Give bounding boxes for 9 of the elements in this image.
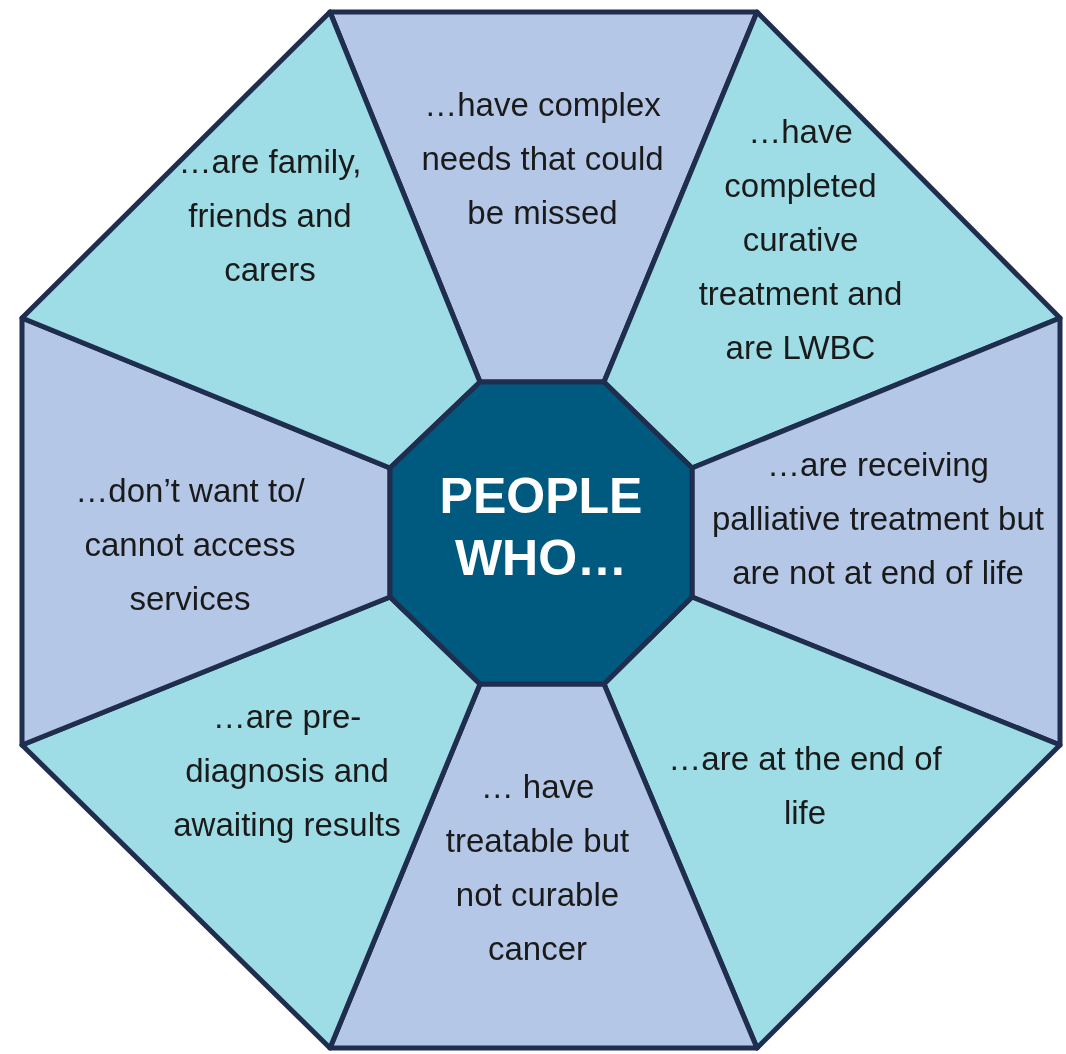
center-heading: PEOPLE WHO… — [438, 467, 644, 588]
segment-text: …are at the end of life — [667, 739, 943, 833]
segment-text: …don’t want to/ cannot access services — [74, 471, 306, 619]
segment-text: …are family, friends and carers — [177, 142, 363, 290]
segment-text: …have complex needs that could be missed — [420, 85, 665, 233]
segment-text: …are pre-diagnosis and awaiting results — [172, 697, 402, 845]
segment-text: … have treatable but not curable cancer — [444, 767, 631, 969]
segment-text: …have completed curative treatment and are LWBC — [697, 112, 904, 368]
segment-text: …are receiving palliative treatment but are not at end of life — [711, 445, 1045, 593]
